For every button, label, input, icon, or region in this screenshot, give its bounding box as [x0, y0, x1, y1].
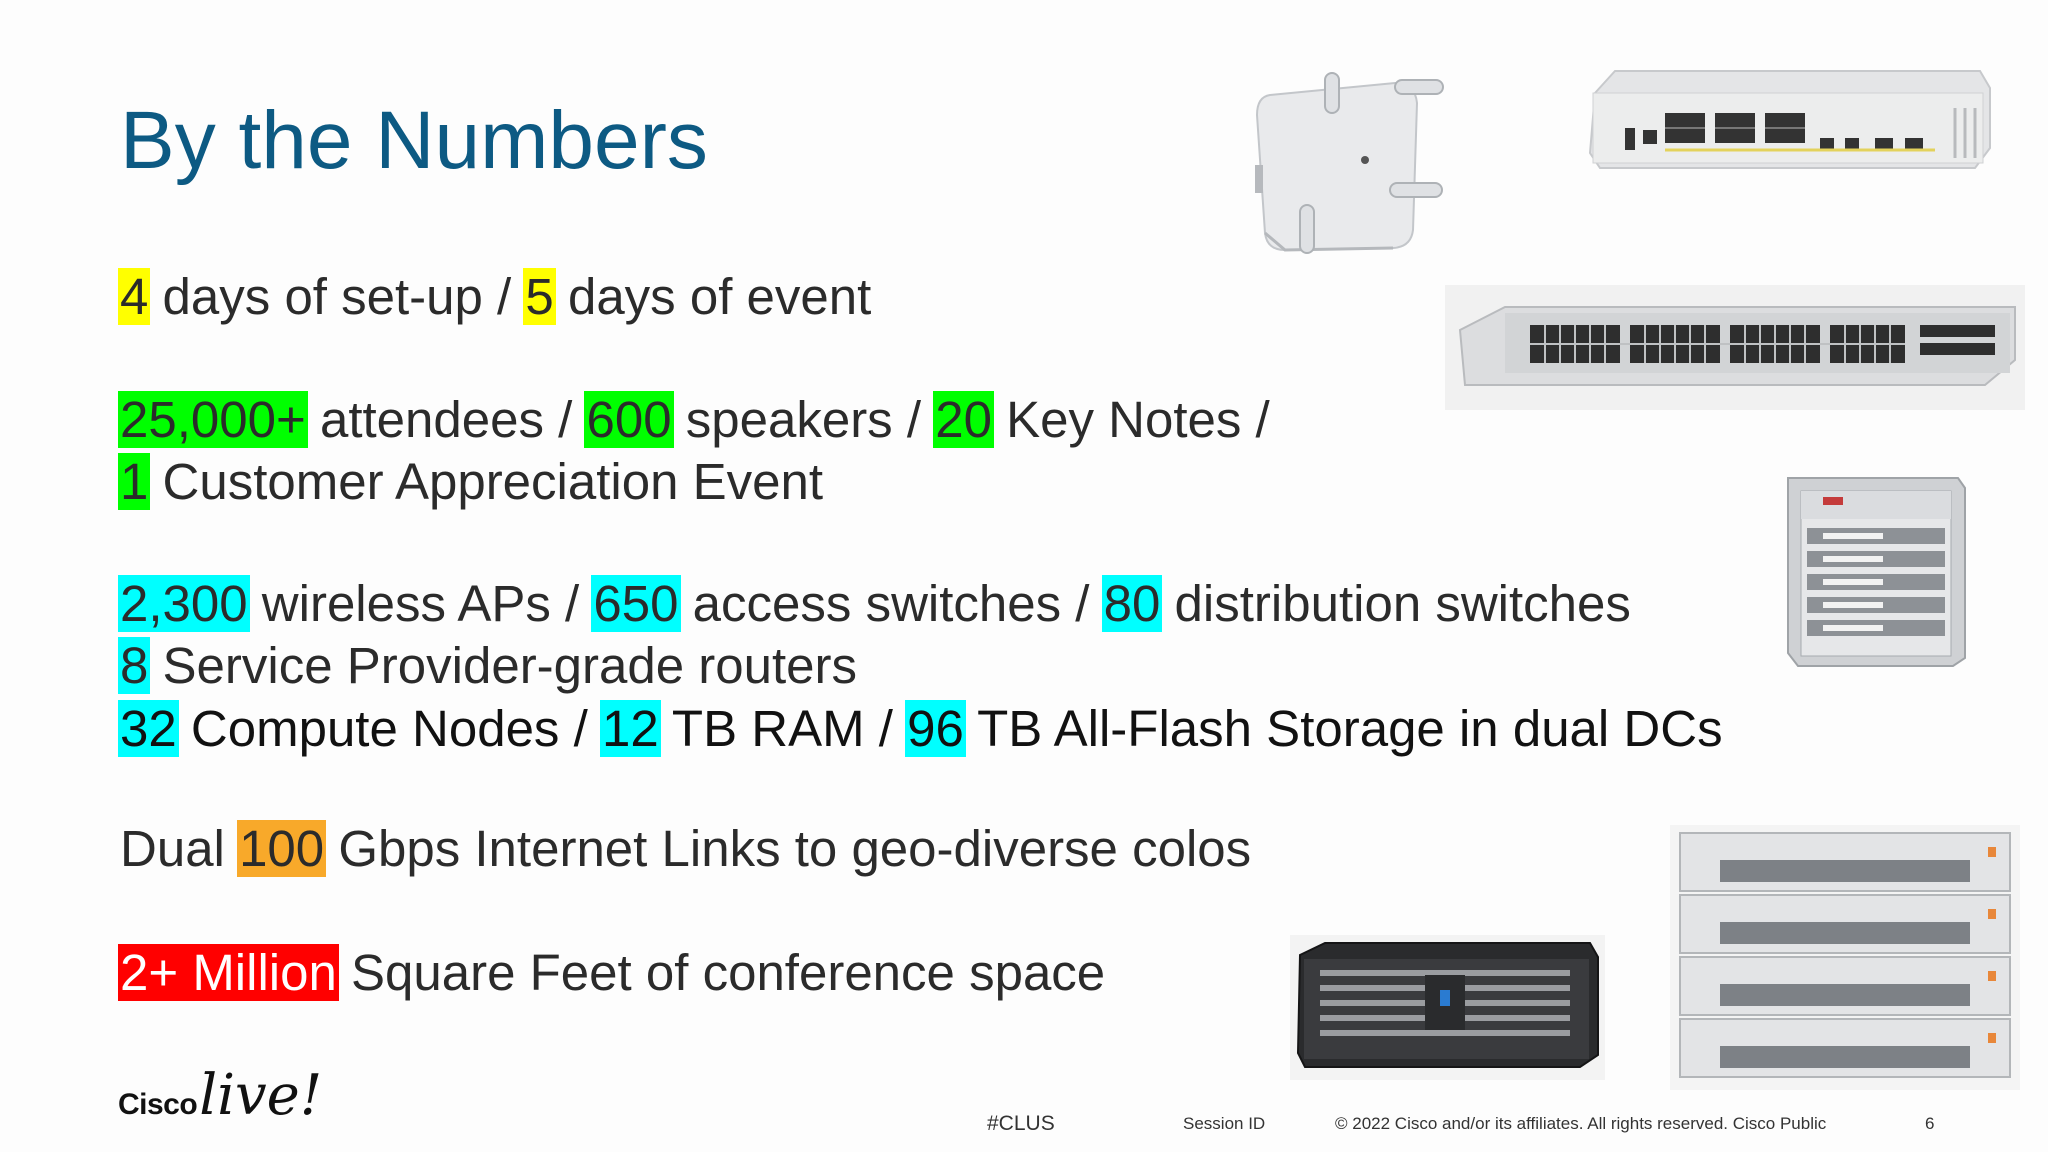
footer-session-id: Session ID: [1183, 1114, 1266, 1133]
brand-live: live!: [199, 1063, 323, 1128]
highlighted-number: 4: [118, 268, 151, 325]
highlighted-number: 25,000+: [118, 391, 308, 448]
stat-line-setup-event: 4 days of set-up / 5 days of event: [118, 266, 872, 328]
stat-text: wireless APs /: [247, 575, 594, 632]
stat-text: speakers /: [671, 391, 936, 448]
stat-line-conference-space: 2+ Million Square Feet of conference spa…: [118, 942, 1106, 1004]
access-switch-photo: [1445, 285, 2025, 410]
highlighted-number: 32: [118, 700, 179, 757]
footer-hashtag: #CLUS: [987, 1112, 1055, 1135]
stat-text: Customer Appreciation Event: [148, 453, 824, 510]
stat-text: TB All-Flash Storage in dual DCs: [963, 700, 1723, 757]
chassis-router-photo: [1787, 477, 1966, 667]
highlighted-number: 600: [584, 391, 674, 448]
stat-line-routers: 8 Service Provider-grade routers: [118, 635, 857, 697]
stat-line-compute: 32 Compute Nodes / 12 TB RAM / 96 TB All…: [118, 698, 1723, 760]
highlighted-number: 12: [599, 700, 661, 757]
highlighted-number: 5: [523, 268, 556, 325]
stat-line-internet-links: Dual 100 Gbps Internet Links to geo-dive…: [120, 818, 1251, 880]
cisco-live-logo: Cisco live!: [118, 1068, 322, 1124]
highlighted-number: 96: [905, 700, 966, 757]
stat-text: attendees /: [305, 391, 587, 448]
brand-word: Cisco: [118, 1088, 198, 1121]
stat-text: distribution switches: [1160, 575, 1631, 632]
highlighted-number: 80: [1101, 575, 1163, 632]
stat-line-customer-event: 1 Customer Appreciation Event: [118, 451, 824, 513]
compute-server-stack-photo: [1670, 825, 2020, 1090]
stat-text: Service Provider-grade routers: [148, 637, 857, 694]
stat-line-attendees: 25,000+ attendees / 600 speakers / 20 Ke…: [118, 389, 1270, 451]
storage-array-photo: [1290, 935, 1605, 1080]
stat-text: Compute Nodes /: [176, 700, 602, 757]
stat-text: Dual: [120, 820, 240, 877]
highlighted-number: 100: [237, 820, 327, 877]
highlighted-number: 2+ Million: [118, 944, 339, 1001]
stat-text: days of set-up /: [148, 268, 526, 325]
footer-copyright: © 2022 Cisco and/or its affiliates. All …: [1335, 1114, 1827, 1133]
stat-text: days of event: [553, 268, 872, 325]
stat-line-network-gear: 2,300 wireless APs / 650 access switches…: [118, 573, 1631, 635]
highlighted-number: 8: [118, 637, 151, 694]
stat-text: Gbps Internet Links to geo-diverse colos: [324, 820, 1252, 877]
wireless-access-point-photo: [1255, 72, 1444, 254]
footer-page-number: 6: [1925, 1114, 1935, 1133]
stat-text: TB RAM /: [658, 700, 908, 757]
highlighted-number: 1: [118, 453, 151, 510]
highlighted-number: 20: [933, 391, 994, 448]
compact-switch-photo: [1588, 70, 1991, 169]
slide-title: By the Numbers: [120, 95, 708, 186]
stat-text: access switches /: [678, 575, 1104, 632]
stat-text: Key Notes /: [991, 391, 1270, 448]
highlighted-number: 650: [591, 575, 681, 632]
highlighted-number: 2,300: [118, 575, 250, 632]
stat-text: Square Feet of conference space: [336, 944, 1106, 1001]
